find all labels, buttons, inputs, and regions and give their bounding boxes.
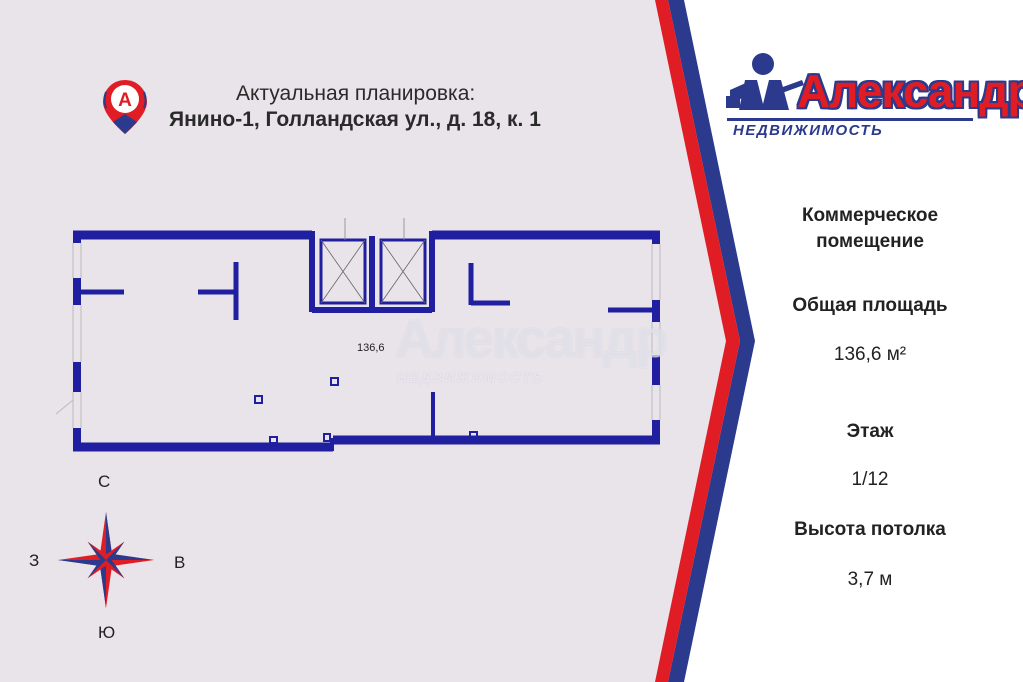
floor-plan [55,218,661,452]
header-subtitle: Актуальная планировка: [236,82,476,105]
floor-value: 1/12 [851,469,889,490]
compass-north-label: С [98,472,111,491]
svg-text:A: A [118,90,132,111]
right-panel-white [684,0,1023,682]
ceiling-height-label: Высота потолка [794,519,946,540]
brand-divider [727,118,973,121]
compass-east-label: В [174,553,186,572]
compass-south-label: Ю [98,623,116,642]
header-address: Янино-1, Голландская ул., д. 18, к. 1 [169,108,541,131]
property-type-line1: Коммерческое [801,205,939,226]
compass-west-label: З [29,551,40,570]
brand-subtitle: НЕДВИЖИМОСТЬ [733,122,884,139]
compass-rose-icon [58,512,154,608]
area-value: 136,6 м² [833,344,907,365]
floor-label: Этаж [846,421,894,442]
plan-watermark-name: Александр [395,309,669,369]
location-pin-icon: A [103,80,147,134]
plan-watermark-sub: НЕДВИЖИМОСТЬ [397,369,545,385]
brand-name: Александр [797,65,1023,117]
room-area-label: 136,6 [357,342,385,354]
area-label: Общая площадь [792,295,948,316]
ceiling-height-value: 3,7 м [847,569,893,590]
brand-man-illustration [726,53,804,110]
property-type-line2: помещение [816,231,924,252]
